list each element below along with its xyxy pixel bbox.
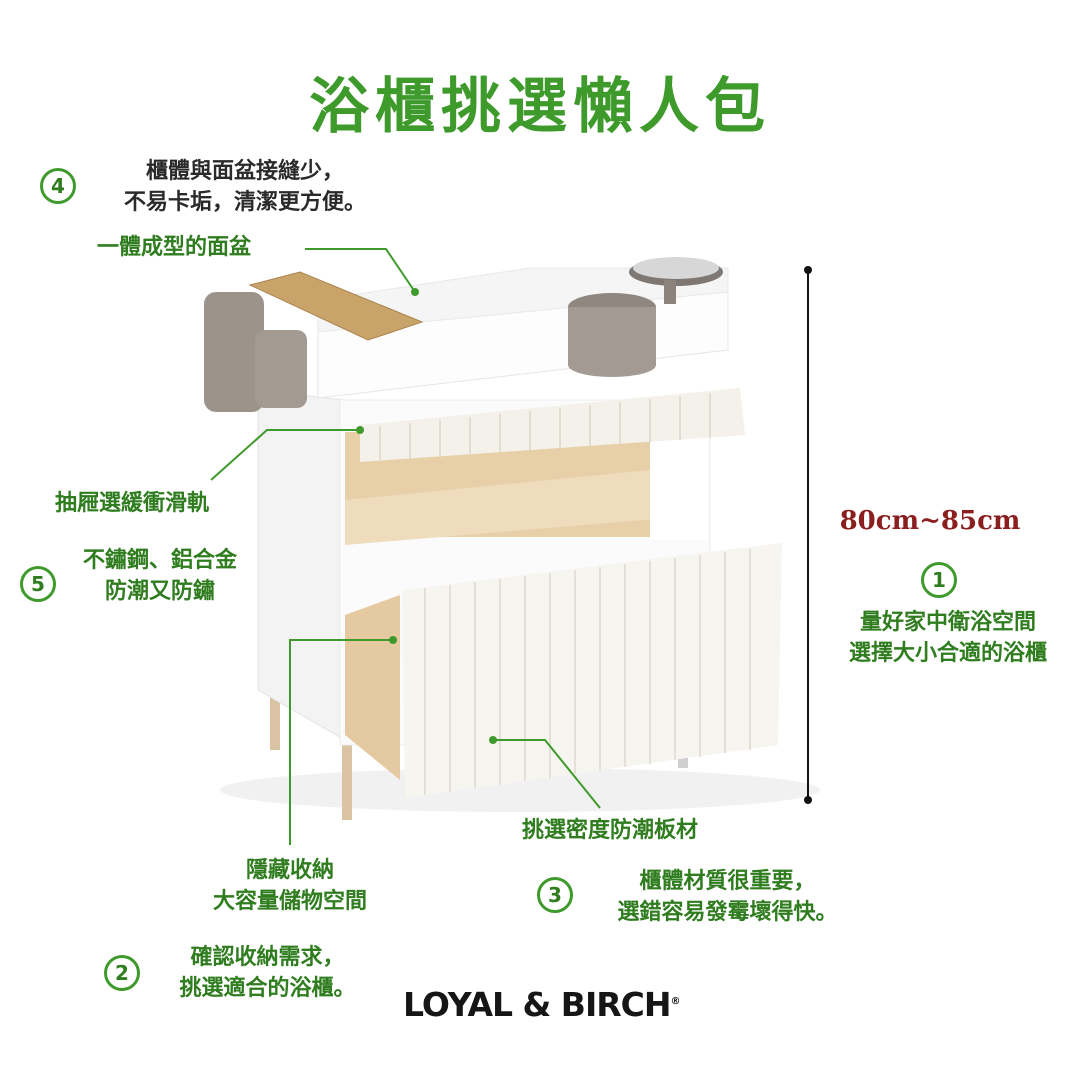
callout-storage: 隱藏收納 大容量儲物空間 xyxy=(180,855,400,917)
tip2-line1: 確認收納需求， xyxy=(190,944,345,970)
tip3-line1: 櫃體材質很重要， xyxy=(639,868,816,894)
tip3-line2: 選錯容易發霉壞得快。 xyxy=(617,899,838,925)
tip4-text: 櫃體與面盆接縫少， 不易卡垢，清潔更方便。 xyxy=(80,156,410,218)
brand-name: LOYAL & BIRCH xyxy=(403,985,671,1024)
callout-board: 挑選密度防潮板材 xyxy=(522,817,699,843)
tip1-line2: 選擇大小合適的浴櫃 xyxy=(848,640,1047,666)
brand-logo: LOYAL & BIRCH® xyxy=(403,985,680,1024)
callout-drawer-rail: 抽屜選緩衝滑軌 xyxy=(55,490,210,516)
tip5-line1: 不鏽鋼、鋁合金 xyxy=(82,547,237,573)
badge-3: 3 xyxy=(537,877,573,913)
tip1-text: 量好家中衛浴空間 選擇大小合適的浴櫃 xyxy=(818,607,1078,669)
storage-line1: 隱藏收納 xyxy=(245,857,334,883)
badge-1: 1 xyxy=(921,562,957,598)
tip5-text: 不鏽鋼、鋁合金 防潮又防鏽 xyxy=(60,545,260,607)
storage-line2: 大容量儲物空間 xyxy=(212,888,367,914)
tip4-line2: 不易卡垢，清潔更方便。 xyxy=(123,189,366,215)
badge-2: 2 xyxy=(104,955,140,991)
callout-basin: 一體成型的面盆 xyxy=(97,234,252,260)
badge-5: 5 xyxy=(20,566,56,602)
dimension-label: 80cm~85cm xyxy=(839,506,1021,536)
tip5-line2: 防潮又防鏽 xyxy=(104,578,215,604)
page-title: 浴櫃挑選懶人包 xyxy=(309,72,771,142)
tip1-line1: 量好家中衛浴空間 xyxy=(859,609,1036,635)
tip4-line1: 櫃體與面盆接縫少， xyxy=(145,158,344,184)
badge-4: 4 xyxy=(40,168,76,204)
tip2-line2: 挑選適合的浴櫃。 xyxy=(179,975,356,1001)
registered-mark-icon: ® xyxy=(670,996,680,1007)
tip2-text: 確認收納需求， 挑選適合的浴櫃。 xyxy=(150,942,385,1004)
tip3-text: 櫃體材質很重要， 選錯容易發霉壞得快。 xyxy=(585,866,870,928)
